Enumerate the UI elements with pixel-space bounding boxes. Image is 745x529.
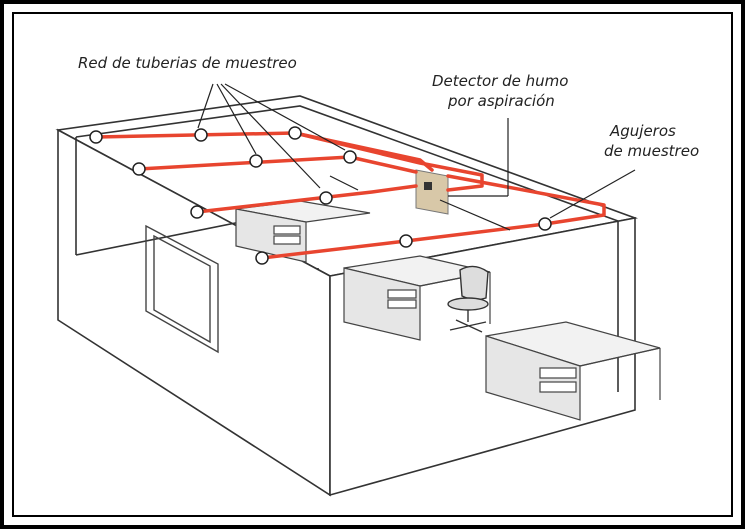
detector-display	[424, 182, 432, 190]
pipe-run-5	[293, 131, 434, 172]
sampling-hole	[190, 205, 204, 219]
label-detector-line2: por aspiración	[447, 92, 555, 110]
leader-holes	[549, 169, 636, 219]
flow-arrow	[439, 199, 511, 231]
leader-lines	[197, 83, 636, 231]
inner-border	[12, 12, 733, 517]
front-desk	[485, 321, 661, 421]
sampling-hole	[255, 251, 269, 265]
pipe-run-4	[260, 174, 606, 260]
front-desk-drawer	[539, 367, 577, 379]
sampling-hole	[288, 126, 302, 140]
sampling-hole	[249, 154, 263, 168]
label-holes-line2: de muestreo	[604, 142, 699, 160]
flow-arrow	[329, 175, 359, 191]
window-frame-inner	[153, 234, 211, 344]
window	[145, 224, 219, 354]
leader-pipes-2	[216, 83, 257, 155]
sampling-hole	[319, 191, 333, 205]
sampling-hole	[89, 130, 103, 144]
label-holes-line1: Agujeros	[609, 122, 676, 140]
back-desk-drawer	[273, 235, 301, 245]
label-detector-line1: Detector de humo	[432, 72, 568, 90]
detector-box	[415, 169, 449, 215]
sampling-holes	[89, 126, 552, 265]
leader-pipes-4	[224, 83, 346, 151]
sampling-hole	[399, 234, 413, 248]
pipe-run-1	[94, 131, 484, 192]
front-desk-front	[485, 335, 581, 421]
front-desk-edge	[579, 347, 661, 367]
middle-desk-front	[343, 267, 421, 341]
sampling-hole	[538, 217, 552, 231]
smoke-detector	[415, 169, 449, 215]
chair-back	[459, 265, 489, 301]
leader-pipes-1	[197, 83, 214, 129]
office-chair	[447, 265, 489, 333]
chair-base	[455, 319, 483, 333]
front-desk-drawer	[539, 381, 577, 393]
middle-desk-drawer	[387, 299, 417, 309]
middle-desk-drawer	[387, 289, 417, 299]
window-frame-outer	[145, 224, 219, 354]
room-inner-rim	[75, 105, 619, 222]
sampling-hole	[132, 162, 146, 176]
sampling-hole	[194, 128, 208, 142]
leader-pipes-3	[220, 83, 321, 189]
back-desk-front	[235, 208, 307, 263]
back-desk-drawer	[273, 225, 301, 235]
chair-seat	[447, 297, 489, 311]
label-pipe-network: Red de tuberias de muestreo	[78, 54, 297, 72]
sampling-hole	[343, 150, 357, 164]
middle-desk	[343, 255, 491, 341]
pipe-run-3	[195, 184, 418, 214]
